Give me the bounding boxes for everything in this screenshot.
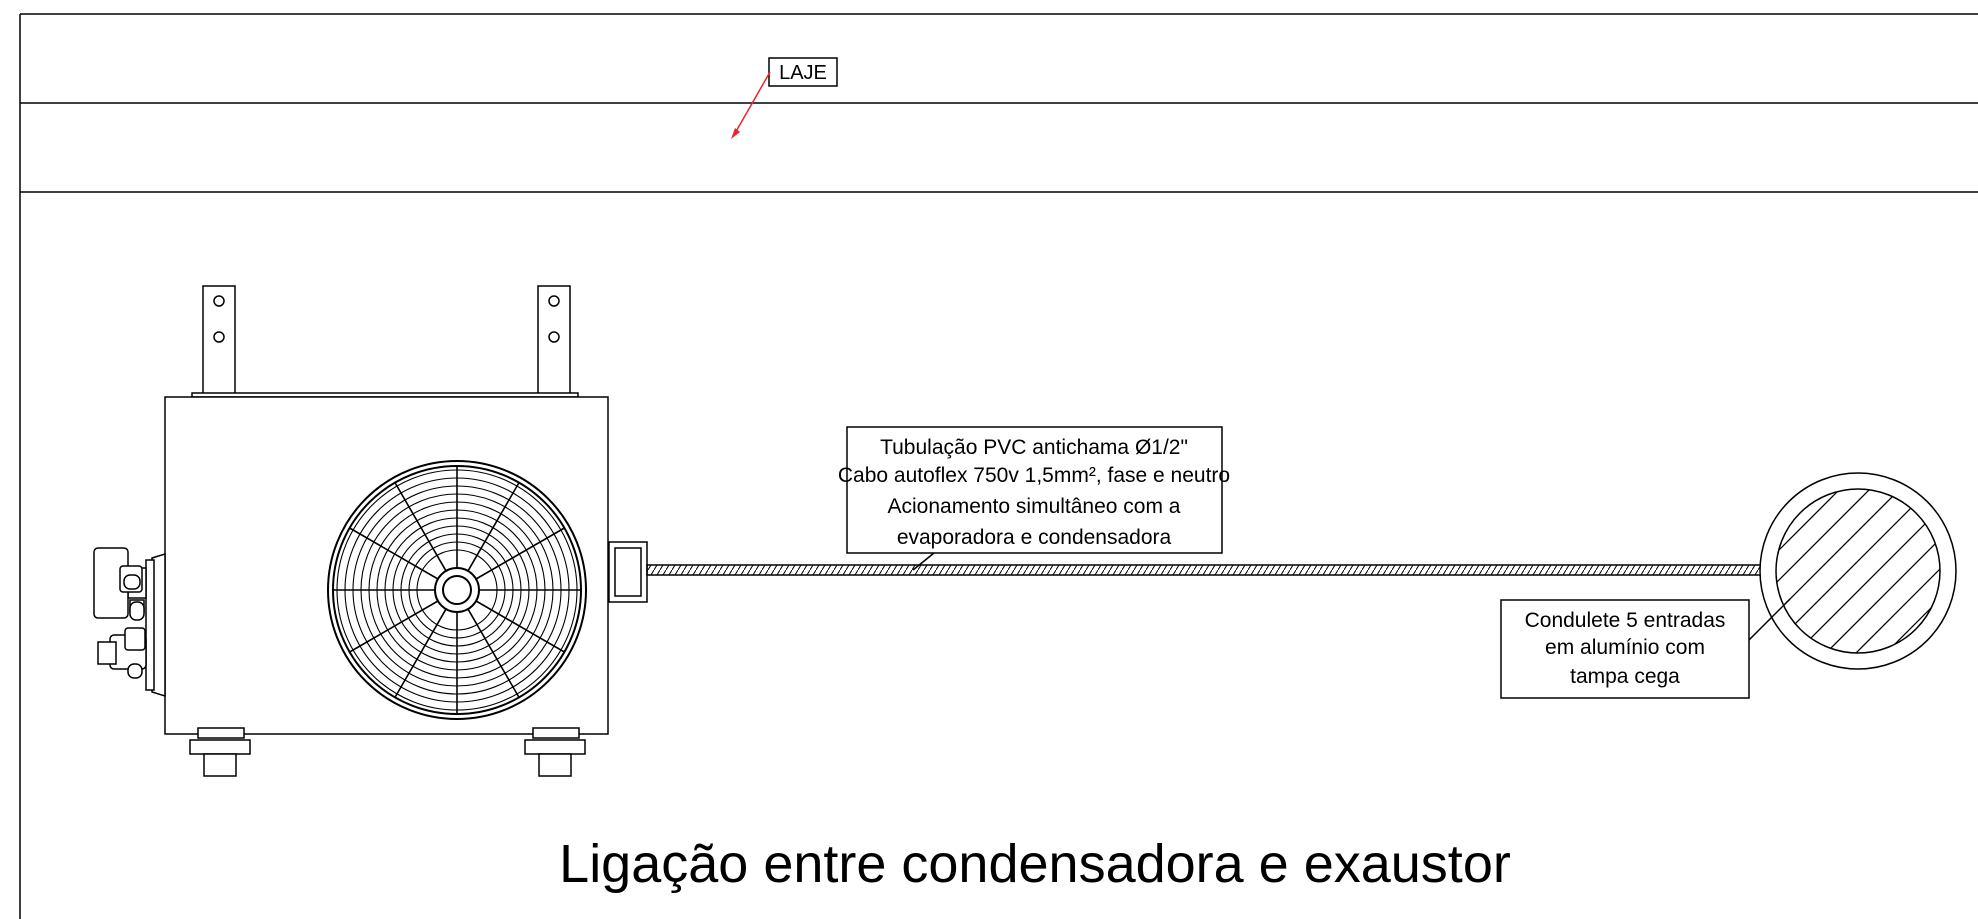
slab [19, 13, 1978, 919]
pipe-text-1: Tubulação PVC antichama Ø1/2" [880, 436, 1188, 459]
conduit-box-callout: Condulete 5 entradas em alumínio com tam… [1500, 598, 1791, 699]
conduit-text-2: em alumínio com [1545, 636, 1705, 659]
conduit-text-3: tampa cega [1570, 665, 1680, 688]
foot-right [524, 727, 586, 777]
pipe-text-2: Cabo autoflex 750v 1,5mm², fase e neutro [838, 464, 1230, 487]
diagram-title: Ligação entre condensadora e exaustor [559, 834, 1511, 894]
mounting-bracket-left [202, 285, 236, 397]
pipe-text-4: evaporadora e condensadora [897, 526, 1172, 549]
conduit-text-1: Condulete 5 entradas [1525, 609, 1726, 632]
fan-icon [327, 460, 587, 720]
laje-label: LAJE [731, 57, 838, 139]
mounting-bracket-right [537, 285, 571, 397]
arrowhead-icon [731, 128, 740, 139]
pipe-text-3: Acionamento simultâneo com a [888, 495, 1181, 518]
exhaust-fan [1759, 472, 1957, 670]
pipe-callout: Tubulação PVC antichama Ø1/2" Cabo autof… [838, 426, 1230, 571]
condenser-unit [93, 285, 609, 777]
laje-text: LAJE [779, 62, 827, 84]
service-valves [93, 547, 166, 698]
foot-left [189, 727, 251, 777]
